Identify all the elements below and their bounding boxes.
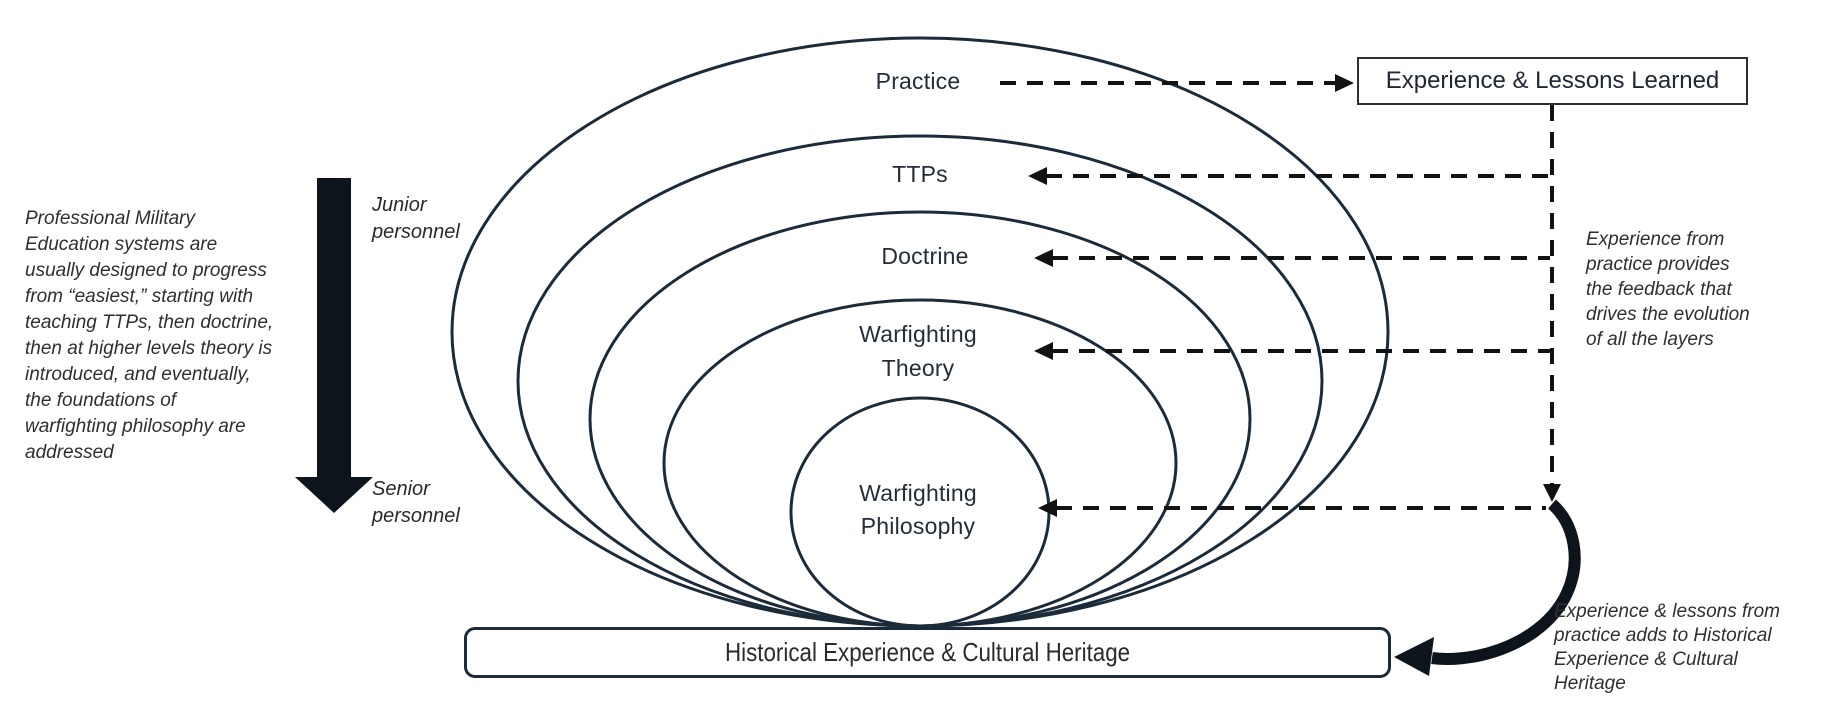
- pme-note-line: Professional Military: [25, 208, 195, 229]
- curved-arrowhead-icon: [1394, 637, 1434, 676]
- layer-label-warfighting-theory: Warfighting Theory: [859, 321, 977, 381]
- junior-personnel-label: Junior personnel: [372, 194, 460, 243]
- heritage-note-line: practice adds to Historical: [1554, 625, 1772, 646]
- left-arrowhead-icon: [1028, 167, 1047, 185]
- heritage-note-line: Heritage: [1554, 673, 1626, 694]
- seniority-down-arrow: [295, 178, 373, 513]
- feedback-note-line: Experience from: [1586, 229, 1725, 250]
- left-arrowhead-icon: [1034, 342, 1053, 360]
- feedback-note-line: drives the evolution: [1586, 304, 1750, 325]
- pme-note-line: warfighting philosophy are: [25, 416, 246, 437]
- heritage-note-line: Experience & Cultural: [1554, 649, 1738, 670]
- pme-note-line: usually designed to progress: [25, 260, 267, 281]
- pme-note-line: from “easiest,” starting with: [25, 286, 254, 307]
- heritage-note-line: Experience & lessons from: [1554, 601, 1780, 622]
- down-arrowhead-icon: [1543, 484, 1561, 502]
- doctrine-layer-ellipse: [588, 210, 1252, 628]
- feedback-note: Experience from practice provides the fe…: [1586, 227, 1826, 352]
- foundation-box: Historical Experience & Cultural Heritag…: [464, 627, 1391, 678]
- pme-note-line: addressed: [25, 442, 114, 463]
- right-arrowhead-icon: [1335, 74, 1354, 92]
- feedback-box: Experience & Lessons Learned: [1357, 57, 1748, 105]
- layer-label-practice: Practice: [875, 68, 961, 94]
- pme-note-line: the foundations of: [25, 390, 177, 411]
- pme-note-line: then at higher levels theory is: [25, 338, 273, 359]
- foundation-box-label: Historical Experience & Cultural Heritag…: [724, 637, 1131, 667]
- heritage-note: Experience & lessons from practice adds …: [1554, 600, 1824, 696]
- feedback-to-heritage-curved-arrow: [1431, 499, 1581, 666]
- feedback-box-label: Experience & Lessons Learned: [1385, 67, 1720, 94]
- feedback-note-line: of all the layers: [1586, 329, 1714, 350]
- feedback-note-line: the feedback that: [1586, 279, 1732, 300]
- layer-label-warfighting-philosophy: Warfighting Philosophy: [859, 480, 977, 539]
- left-arrowhead-icon: [1038, 499, 1057, 517]
- pme-note-line: introduced, and eventually,: [25, 364, 251, 385]
- feedback-note-line: practice provides: [1586, 254, 1730, 275]
- pme-note: Professional Military Education systems …: [25, 206, 335, 466]
- left-arrowhead-icon: [1034, 249, 1053, 267]
- pme-note-line: teaching TTPs, then doctrine,: [25, 312, 274, 333]
- pme-note-line: Education systems are: [25, 234, 218, 255]
- layer-label-doctrine: Doctrine: [881, 243, 969, 269]
- senior-personnel-label: Senior personnel: [372, 478, 460, 527]
- layer-label-ttps: TTPs: [892, 161, 948, 187]
